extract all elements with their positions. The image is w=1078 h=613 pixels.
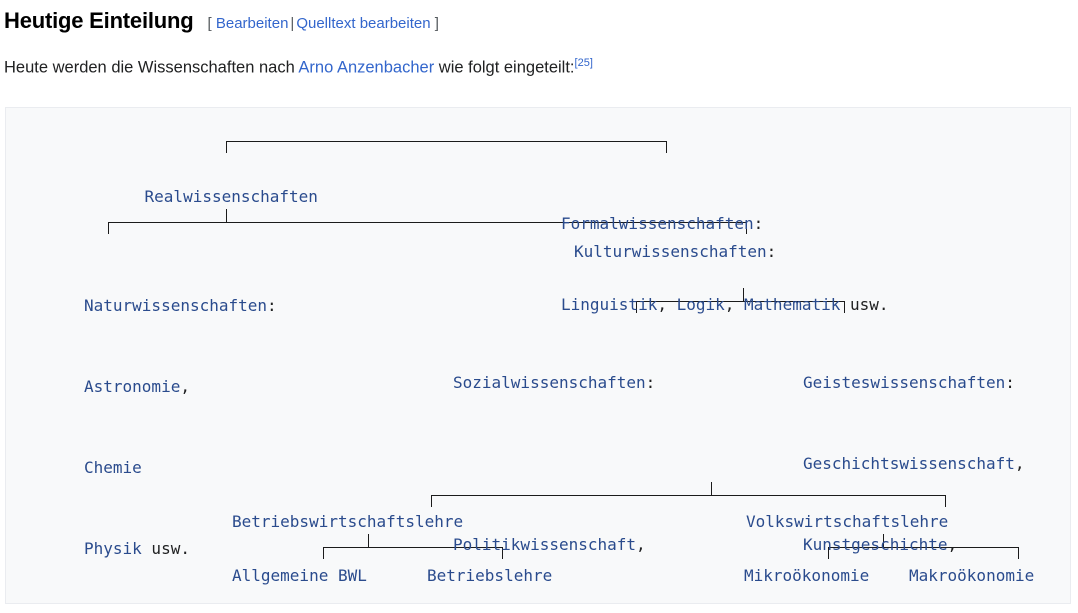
list-item: Politikwissenschaft, — [453, 531, 703, 558]
kulturwissenschaften-colon: : — [766, 242, 777, 261]
link-politikwissenschaft[interactable]: Politikwissenschaft — [453, 535, 637, 554]
politikwissenschaft-trail: , — [636, 535, 646, 554]
list-item: Chemie — [84, 454, 277, 481]
edit-section-link[interactable]: Bearbeiten — [215, 15, 289, 32]
page-title: Heutige Einteilung — [4, 8, 194, 33]
bracket-close: ] — [434, 15, 439, 32]
astronomie-trail: , — [180, 377, 190, 396]
link-geisteswissenschaften[interactable]: Geisteswissenschaften — [803, 373, 1006, 392]
link-betriebslehre[interactable]: Betriebslehre — [427, 566, 553, 585]
link-naturwissenschaften[interactable]: Naturwissenschaften — [84, 296, 268, 315]
connector-bwl-left-stub — [323, 547, 324, 559]
geisteswissenschaften-colon: : — [1005, 373, 1015, 392]
intro-text-after: wie folgt eingeteilt: — [434, 58, 575, 77]
node-naturwissenschaften-heading: Naturwissenschaften: — [84, 292, 277, 319]
link-linguistik[interactable]: Linguistik — [561, 295, 658, 314]
link-physik[interactable]: Physik — [84, 539, 142, 558]
node-sozialwissenschaften: Sozialwissenschaften: Politikwissenschaf… — [453, 315, 703, 603]
connector-level1-horizontal — [226, 141, 667, 142]
connector-bwl-parent-stub — [368, 534, 369, 547]
formalwissenschaften-usw: usw. — [840, 295, 889, 314]
connector-level4-horizontal — [431, 495, 946, 496]
connector-level4-parent-stub — [711, 482, 712, 495]
node-betriebslehre: Betriebslehre — [427, 562, 552, 589]
connector-vwl-horizontal — [828, 547, 1018, 548]
connector-level2-right-stub — [746, 222, 747, 234]
link-volkswirtschaftslehre[interactable]: Volkswirtschaftslehre — [746, 512, 949, 531]
separator-comma-2: , — [724, 295, 745, 314]
formalwissenschaften-colon: : — [753, 214, 764, 233]
link-kunstgeschichte[interactable]: Kunstgeschichte — [803, 535, 948, 554]
connector-level4-right-stub — [945, 495, 946, 507]
link-betriebswirtschaftslehre[interactable]: Betriebswirtschaftslehre — [232, 512, 464, 531]
node-naturwissenschaften: Naturwissenschaften: Astronomie, Chemie … — [84, 238, 277, 603]
edit-links-separator: | — [290, 15, 295, 32]
node-sozialwissenschaften-heading: Sozialwissenschaften: — [453, 369, 703, 396]
physik-trail: usw. — [141, 539, 190, 558]
sozialwissenschaften-colon: : — [645, 373, 656, 392]
connector-level1-right-stub — [666, 141, 667, 153]
connector-level2-parent-stub — [226, 209, 227, 222]
section-heading: Heutige Einteilung [ Bearbeiten|Quelltex… — [4, 8, 439, 34]
node-geisteswissenschaften-heading: Geisteswissenschaften: — [803, 369, 1025, 396]
node-formalwissenschaften-heading: Formalwissenschaften: — [561, 210, 889, 237]
classification-tree-panel: Realwissenschaften Formalwissenschaften:… — [5, 107, 1071, 604]
connector-level3-horizontal — [636, 301, 844, 302]
kunstgeschichte-trail: , — [947, 535, 958, 554]
list-item: Geschichtswissenschaft, — [803, 450, 1025, 477]
connector-vwl-right-stub — [1018, 547, 1019, 559]
link-makrooekonomie[interactable]: Makroökonomie — [909, 566, 1035, 585]
reference-marker-25[interactable]: [25] — [574, 57, 593, 69]
intro-paragraph: Heute werden die Wissenschaften nach Arn… — [4, 55, 593, 81]
connector-level3-left-stub — [636, 301, 637, 313]
node-allgemeine-bwl: Allgemeine BWL — [232, 562, 367, 589]
bracket-open: [ — [207, 15, 212, 32]
connector-bwl-horizontal — [323, 547, 502, 548]
connector-level3-right-stub — [844, 301, 845, 313]
link-kulturwissenschaften[interactable]: Kulturwissenschaften — [574, 242, 767, 261]
connector-vwl-parent-stub — [883, 534, 884, 547]
intro-text-before: Heute werden die Wissenschaften nach — [4, 58, 299, 77]
connector-vwl-left-stub — [828, 547, 829, 559]
link-formalwissenschaften[interactable]: Formalwissenschaften — [561, 214, 754, 233]
connector-bwl-right-stub — [502, 547, 503, 559]
edit-source-link[interactable]: Quelltext bearbeiten — [296, 15, 431, 32]
node-betriebswirtschaftslehre: Betriebswirtschaftslehre — [232, 508, 463, 535]
connector-level2-horizontal — [108, 222, 747, 223]
list-item: Astronomie, — [84, 373, 277, 400]
link-allgemeine-bwl[interactable]: Allgemeine BWL — [232, 566, 367, 585]
arno-anzenbacher-link[interactable]: Arno Anzenbacher — [298, 58, 435, 77]
naturwissenschaften-colon: : — [267, 296, 277, 315]
node-geisteswissenschaften: Geisteswissenschaften: Geschichtswissens… — [803, 315, 1025, 603]
connector-level2-left-stub — [108, 222, 109, 234]
node-mikrooekonomie: Mikroökonomie — [744, 562, 869, 589]
connector-level4-left-stub — [431, 495, 432, 507]
separator-comma-1: , — [657, 295, 677, 314]
link-geschichtswissenschaft[interactable]: Geschichtswissenschaft — [803, 454, 1015, 473]
list-item: Physik usw. — [84, 535, 277, 562]
link-mathematik[interactable]: Mathematik — [744, 295, 841, 314]
spacer-line — [453, 450, 703, 477]
edit-links-group: [ Bearbeiten|Quelltext bearbeiten ] — [208, 15, 439, 32]
node-realwissenschaften: Realwissenschaften — [106, 156, 318, 237]
list-item: Kunstgeschichte, — [803, 531, 1025, 558]
connector-level1-left-stub — [226, 141, 227, 153]
geschichtswissenschaft-trail: , — [1014, 454, 1025, 473]
link-chemie[interactable]: Chemie — [84, 458, 142, 477]
node-makrooekonomie: Makroökonomie — [909, 562, 1034, 589]
link-mikrooekonomie[interactable]: Mikroökonomie — [744, 566, 870, 585]
node-volkswirtschaftslehre: Volkswirtschaftslehre — [746, 508, 948, 535]
link-realwissenschaften[interactable]: Realwissenschaften — [144, 187, 318, 206]
node-kulturwissenschaften: Kulturwissenschaften: — [574, 238, 776, 265]
node-formalwissenschaften: Formalwissenschaften: Linguistik, Logik,… — [561, 156, 889, 372]
connector-level3-parent-stub — [743, 288, 744, 301]
link-sozialwissenschaften[interactable]: Sozialwissenschaften — [453, 373, 646, 392]
node-formalwissenschaften-children: Linguistik, Logik, Mathematik usw. — [561, 291, 889, 318]
link-logik[interactable]: Logik — [676, 295, 725, 314]
link-astronomie[interactable]: Astronomie — [84, 377, 181, 396]
